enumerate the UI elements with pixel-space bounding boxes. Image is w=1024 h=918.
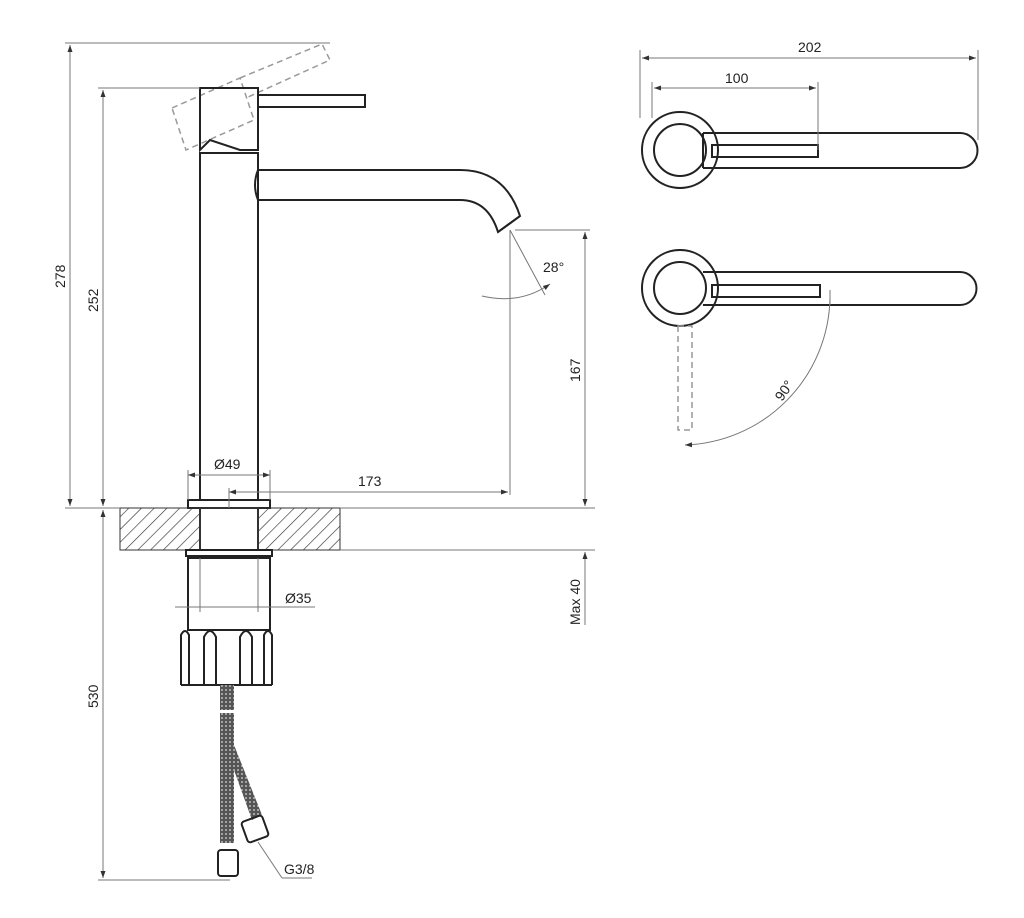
faucet-top-view-rotated [641, 249, 978, 431]
dim-body-height: 252 [85, 288, 101, 312]
handle-block [199, 87, 259, 153]
dim-total-height: 278 [52, 264, 68, 288]
lever [257, 94, 366, 108]
dim-overall-length: 202 [798, 39, 822, 55]
hex-nut [217, 849, 239, 877]
supply-hoses [217, 685, 270, 877]
dimension-lines [65, 42, 595, 881]
dim-shank-diameter: Ø35 [285, 590, 312, 606]
faucet-top-view-closed [641, 111, 979, 189]
dim-hose-thread: G3/8 [284, 861, 315, 877]
dim-rotation-angle: 90° [771, 377, 796, 404]
countertop-section [119, 507, 341, 551]
dim-max-thickness: Max 40 [567, 579, 583, 625]
hex-nut [240, 814, 270, 844]
dim-outlet-height: 167 [567, 358, 583, 382]
mounting-nut [180, 630, 273, 686]
top-view-dimension-lines [639, 50, 979, 448]
spout [254, 169, 522, 234]
dim-body-diameter: Ø49 [214, 456, 241, 472]
lever-rotated-position [677, 325, 693, 431]
shank [187, 557, 271, 631]
dim-spout-reach: 173 [358, 473, 382, 489]
dim-hose-length: 530 [85, 684, 101, 708]
lever-open-position [171, 43, 332, 152]
faucet-side-view: 278 252 530 167 Max 40 28° Ø49 173 Ø35 G… [52, 42, 595, 881]
dim-lever-slot-length: 100 [725, 70, 749, 86]
dim-spout-angle: 28° [543, 259, 564, 275]
body-column [199, 152, 259, 501]
